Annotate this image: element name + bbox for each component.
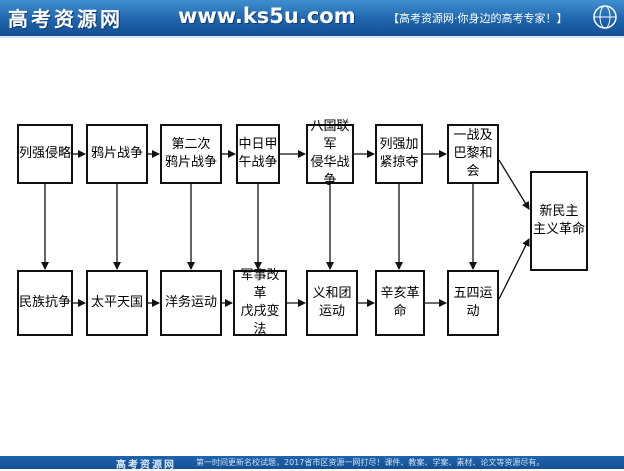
top-box-4-line1: 中日甲 (238, 137, 278, 152)
top-box-6: 列强加紧掠夺 (375, 124, 423, 184)
bottom-box-5-line1: 义和团 (312, 286, 352, 301)
bottom-box-6: 辛亥革命 (375, 270, 425, 336)
bottom-box-7-line1: 五四运动 (453, 286, 493, 319)
bottom-box-7: 五四运动 (447, 270, 499, 336)
globe-logo-icon (593, 5, 617, 29)
diagram-connectors (41, 150, 530, 307)
site-name-logo: 高考资源网 (8, 7, 123, 31)
top-box-7-line2: 巴黎和会 (453, 146, 493, 179)
footer-site-name: 高考资源网 (116, 460, 176, 471)
top-box-4: 中日甲午战争 (236, 124, 280, 184)
top-box-1: 列强侵略 (17, 124, 73, 184)
bottom-box-4-line1: 军事改革 (240, 268, 280, 301)
top-box-3-line1: 第二次 (171, 137, 211, 152)
top-box-5: 八国联军侵华战争 (306, 119, 354, 188)
top-box-7-line1: 一战及 (453, 128, 493, 143)
result-box-line1: 新民主 (539, 204, 579, 219)
result-box-line2: 主义革命 (532, 222, 585, 237)
bottom-box-1-line1: 民族抗争 (19, 295, 72, 310)
bottom-box-6-line1: 辛亥革命 (380, 286, 420, 319)
bottom-box-1: 民族抗争 (17, 270, 73, 336)
top-box-6-line2: 紧掠夺 (379, 155, 419, 170)
bottom-box-5-line2: 运动 (318, 304, 345, 319)
site-footer: 高考资源网 第一时间更新名校试题，2017省市区资源一网打尽！课件、教案、学案、… (0, 456, 624, 471)
top-box-2: 鸦片战争 (86, 124, 148, 184)
result-arrow-top (498, 159, 530, 210)
bottom-box-4: 军事改革戊戌变法 (233, 268, 287, 337)
bottom-box-2: 太平天国 (86, 270, 148, 336)
result-box: 新民主主义革命 (530, 171, 588, 271)
top-box-5-line2: 侵华战争 (310, 155, 350, 188)
top-box-4-line2: 午战争 (238, 155, 278, 170)
bottom-box-2-line1: 太平天国 (90, 295, 143, 310)
top-box-1-line1: 列强侵略 (19, 146, 72, 161)
top-box-7: 一战及巴黎和会 (447, 124, 499, 184)
top-box-3-line2: 鸦片战争 (164, 155, 217, 170)
top-box-3: 第二次鸦片战争 (160, 124, 222, 184)
header-divider (0, 36, 624, 38)
site-domain[interactable]: www.ks5u.com (178, 4, 356, 28)
result-arrow-bottom (498, 238, 530, 300)
bottom-box-4-line2: 戊戌变法 (240, 304, 280, 337)
site-banner: 高考资源网 www.ks5u.com 【高考资源网·你身边的高考专家！】 (0, 0, 624, 36)
site-slogan: 【高考资源网·你身边的高考专家！】 (388, 12, 568, 25)
bottom-box-5: 义和团运动 (306, 270, 358, 336)
footer-text: 第一时间更新名校试题，2017省市区资源一网打尽！课件、教案、学案、素材、论文等… (196, 458, 545, 467)
top-box-5-line1: 八国联军 (310, 119, 350, 152)
bottom-box-3-line1: 洋务运动 (164, 295, 217, 310)
bottom-box-3: 洋务运动 (160, 270, 222, 336)
top-box-6-line1: 列强加 (379, 137, 419, 152)
top-box-2-line1: 鸦片战争 (90, 146, 143, 161)
